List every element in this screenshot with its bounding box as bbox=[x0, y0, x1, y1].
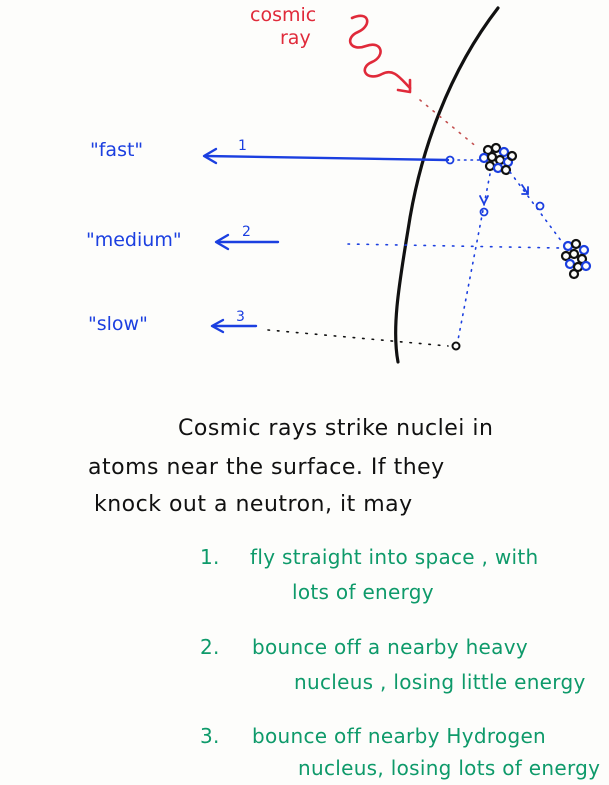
arrow-to-heavy bbox=[521, 184, 529, 195]
intro-line-3: knock out a neutron, it may bbox=[94, 492, 413, 517]
cosmic-ray-label-line1: cosmic bbox=[250, 4, 316, 26]
item-3-line-1: bounce off nearby Hydrogen bbox=[252, 724, 547, 748]
nucleus-near-surface bbox=[478, 142, 518, 176]
path-to-heavy-dotted bbox=[509, 171, 563, 243]
arrow-number-2: 2 bbox=[242, 224, 251, 240]
item-1-line-2: lots of energy bbox=[292, 580, 434, 604]
cosmic-ray-label-line2: ray bbox=[280, 27, 311, 49]
nucleus-heavy bbox=[560, 238, 592, 280]
speed-label-fast: "fast" bbox=[90, 139, 143, 161]
cosmic-ray-arrowhead bbox=[396, 78, 412, 94]
path-medium-dotted bbox=[347, 243, 561, 249]
path-to-hydrogen-dotted bbox=[457, 173, 491, 341]
item-1-number: 1. bbox=[200, 545, 220, 569]
hydrogen-nucleus bbox=[451, 341, 461, 351]
path-slow-dotted bbox=[267, 329, 449, 347]
item-3-line-2: nucleus, losing lots of energy bbox=[298, 756, 601, 780]
arrow-medium-head bbox=[214, 233, 230, 251]
speed-label-slow: "slow" bbox=[88, 313, 148, 335]
speed-label-medium: "medium" bbox=[86, 229, 182, 251]
arrow-number-3: 3 bbox=[236, 309, 245, 325]
surface-curve bbox=[394, 6, 500, 364]
arrow-fast bbox=[203, 154, 450, 162]
arrow-to-hydrogen bbox=[479, 195, 489, 207]
cosmic-ray-squiggle bbox=[348, 14, 412, 90]
arrow-number-1: 1 bbox=[238, 138, 247, 154]
item-1-line-1: fly straight into space , with bbox=[250, 545, 539, 569]
arrow-slow-head bbox=[210, 318, 225, 334]
neutron-to-heavy bbox=[535, 201, 545, 211]
intro-line-2: atoms near the surface. If they bbox=[88, 455, 445, 480]
arrow-fast-head bbox=[202, 147, 218, 165]
neutron-to-hydrogen bbox=[479, 207, 489, 217]
item-2-line-2: nucleus , losing little energy bbox=[294, 670, 586, 694]
item-2-number: 2. bbox=[200, 635, 220, 659]
intro-line-1: Cosmic rays strike nuclei in bbox=[178, 416, 494, 441]
item-2-line-1: bounce off a nearby heavy bbox=[252, 635, 528, 659]
item-3-number: 3. bbox=[200, 724, 220, 748]
